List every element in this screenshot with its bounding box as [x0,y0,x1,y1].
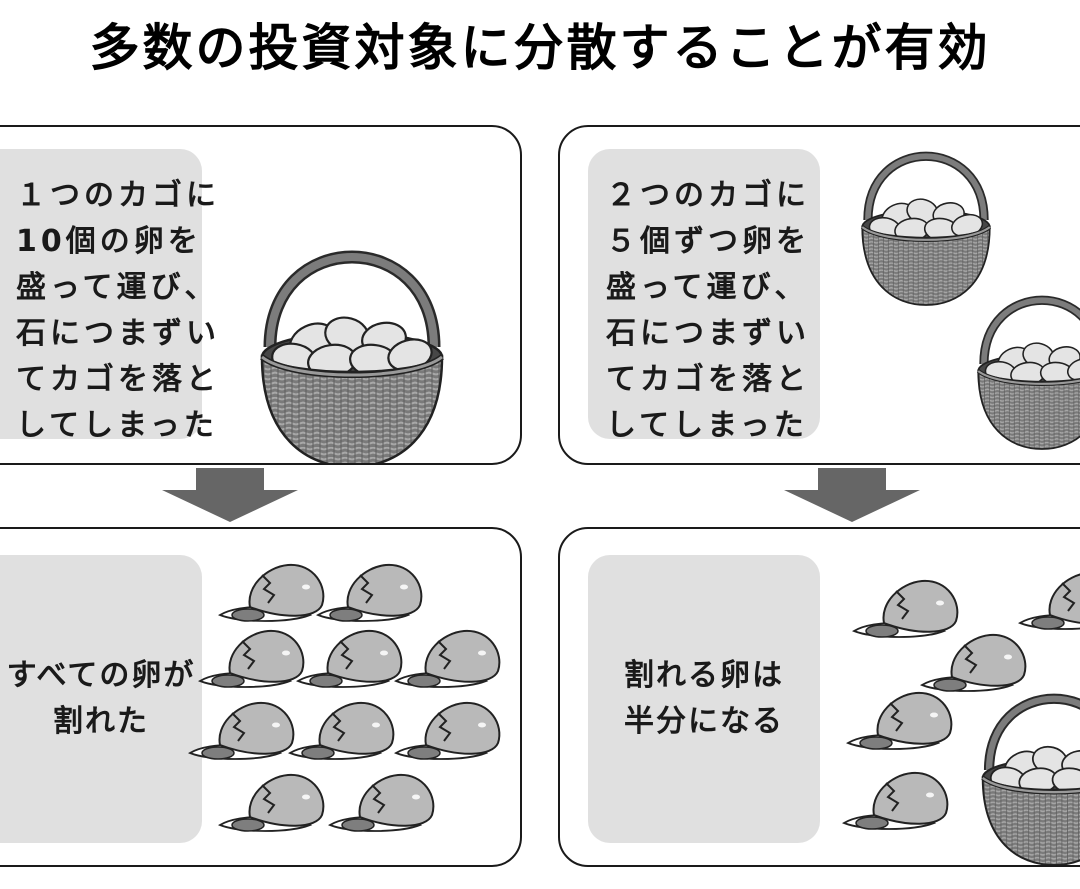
text-line: ２つのカゴに [606,178,810,213]
panel-two-baskets-result: 割れる卵は 半分になる [558,527,1080,867]
text-line: 割れる卵は [624,658,784,693]
down-arrow-icon [162,468,298,522]
basket-ten-eggs-icon [252,227,452,465]
panel-single-basket-result: すべての卵が 割れた [0,527,522,867]
down-arrow-icon [784,468,920,522]
text-line: ５個ずつ卵を [606,224,810,259]
panel-single-basket-before: １つのカゴに 10個の卵を 盛って運び、 石につまずい てカゴを落と してしまっ… [0,125,522,465]
broken-egg-icon [395,701,501,760]
text-line: 割れた [52,704,149,739]
broken-egg-icon [1019,571,1080,630]
text-line: してしまった [16,408,218,443]
broken-egg-icon [219,773,325,832]
panel-two-baskets-before: ２つのカゴに ５個ずつ卵を 盛って運び、 石につまずい てカゴを落と してしまっ… [558,125,1080,465]
text-line: 石につまずい [16,316,220,351]
text-line: てカゴを落と [606,362,810,397]
broken-egg-icon [219,563,325,622]
half-eggs-broken-text: 割れる卵は 半分になる [588,555,820,843]
single-basket-description: １つのカゴに 10個の卵を 盛って運び、 石につまずい てカゴを落と してしまっ… [0,149,220,443]
broken-egg-icon [199,629,305,688]
all-eggs-broken-text: すべての卵が 割れた [0,555,202,843]
broken-egg-icon [189,701,295,760]
text-line: すべての卵が [6,658,196,693]
two-baskets-description: ２つのカゴに ５個ずつ卵を 盛って運び、 石につまずい てカゴを落と してしまっ… [588,149,820,443]
broken-egg-icon [853,579,959,638]
text-line: １つのカゴに [16,178,220,213]
text-line: 半分になる [624,704,784,739]
text-line: てカゴを落と [16,362,220,397]
broken-egg-icon [395,629,501,688]
text-line: 石につまずい [606,316,810,351]
text-line: 盛って運び、 [606,270,809,305]
broken-egg-icon [289,701,395,760]
broken-egg-icon [329,773,435,832]
broken-egg-icon [297,629,403,688]
broken-egg-icon [317,563,423,622]
basket-five-eggs-icon [962,279,1080,449]
text-line: 盛って運び、 [16,270,219,305]
text-line: してしまった [606,408,808,443]
basket-five-eggs-icon [964,675,1080,865]
page-title: 多数の投資対象に分散することが有効 [89,19,991,77]
broken-eggs-group [189,563,501,832]
text-line: 10個の卵を [16,224,202,259]
broken-egg-icon [843,771,949,830]
broken-egg-icon [847,691,953,750]
